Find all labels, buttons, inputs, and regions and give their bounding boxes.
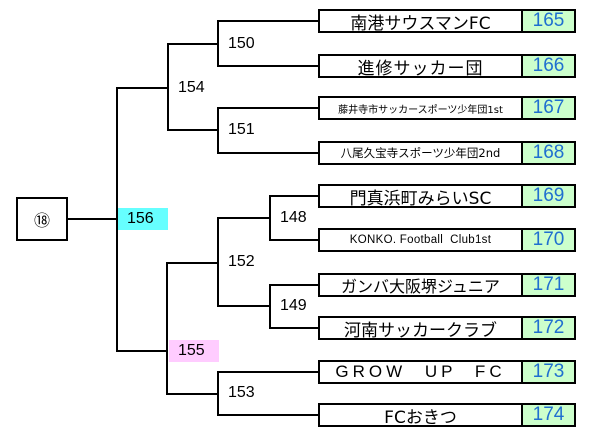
line-155 xyxy=(166,262,218,395)
team-name: 河南サッカークラブ xyxy=(320,318,523,338)
team-number: 169 xyxy=(523,185,574,206)
team-number: 165 xyxy=(523,10,574,31)
team-name: 門真浜町みらいSC xyxy=(320,186,523,206)
match-152: 152 xyxy=(228,253,255,270)
team-name: 南港サウスマンFC xyxy=(320,11,523,31)
team-number: 172 xyxy=(523,317,574,338)
team-name: ガンバ大阪堺ジュニア xyxy=(320,275,523,295)
team-name: 八尾久宝寺スポーツ少年団2nd xyxy=(320,143,523,163)
match-153: 153 xyxy=(228,384,255,401)
match-156: 156 xyxy=(118,208,168,230)
team-number: 171 xyxy=(523,274,574,295)
team-name: FCおきつ xyxy=(320,405,523,425)
team-number: 170 xyxy=(523,229,574,250)
team-number: 174 xyxy=(523,404,574,425)
match-151: 151 xyxy=(228,121,255,138)
match-148: 148 xyxy=(280,209,307,226)
team-name: 進修サッカー団 xyxy=(320,56,523,76)
match-155: 155 xyxy=(169,340,219,362)
team-name: KONKO. Football Club1st xyxy=(320,230,523,250)
team-number: 168 xyxy=(523,142,574,163)
team-number: 167 xyxy=(523,97,574,118)
team-number: 166 xyxy=(523,55,574,76)
match-150: 150 xyxy=(228,35,255,52)
match-149: 149 xyxy=(280,297,307,314)
seed-box: ⑱ xyxy=(16,197,68,241)
team-name: GROW UP FC xyxy=(320,362,523,382)
match-154: 154 xyxy=(178,79,205,96)
team-name: 藤井寺市サッカースポーツ少年団1st xyxy=(320,98,523,118)
team-number: 173 xyxy=(523,361,574,382)
